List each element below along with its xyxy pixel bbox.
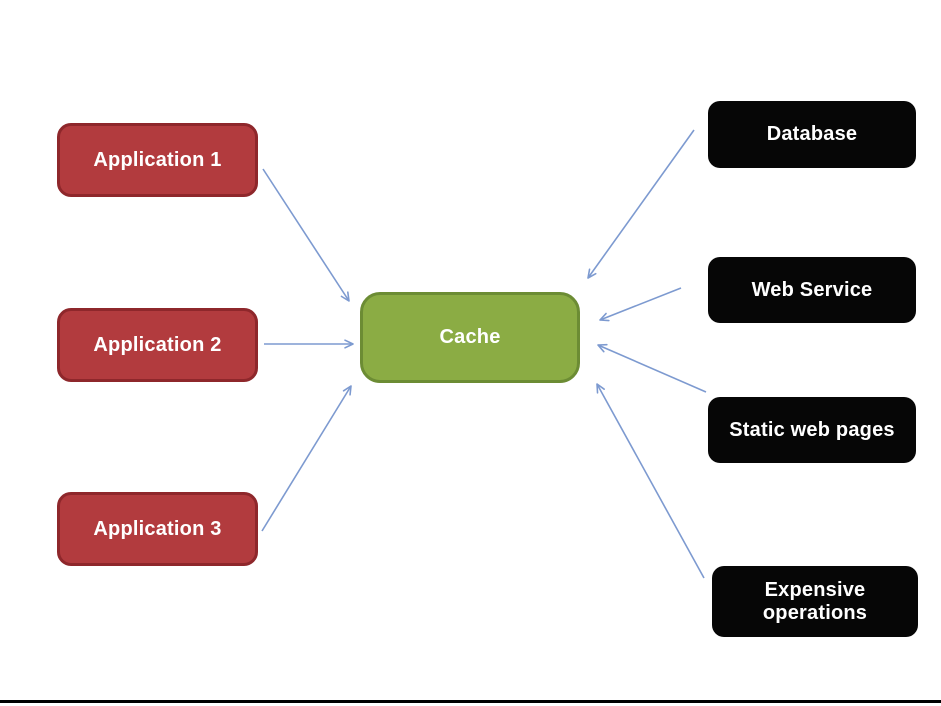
node-web-service: Web Service bbox=[708, 257, 916, 323]
node-application-1: Application 1 bbox=[57, 123, 258, 197]
arrow-static-web-pages-to-cache bbox=[597, 343, 707, 393]
node-expensive-operations: Expensive operations bbox=[712, 566, 918, 637]
arrow-expensive-operations-to-cache bbox=[596, 383, 705, 579]
node-static-web-pages: Static web pages bbox=[708, 397, 916, 463]
node-static-web-pages-label: Static web pages bbox=[729, 418, 895, 441]
arrow-web-service-to-cache bbox=[599, 287, 682, 322]
node-application-3-label: Application 3 bbox=[93, 517, 222, 540]
node-database-label: Database bbox=[766, 123, 858, 145]
node-application-1-label: Application 1 bbox=[93, 148, 222, 171]
node-application-2-label: Application 2 bbox=[93, 333, 222, 356]
node-cache: Cache bbox=[360, 292, 580, 383]
node-database: Database bbox=[708, 101, 916, 168]
slide-bottom-border bbox=[0, 700, 941, 703]
node-application-2: Application 2 bbox=[57, 308, 258, 382]
arrow-app3-to-cache bbox=[261, 385, 352, 532]
arrow-database-to-cache bbox=[587, 129, 695, 279]
node-application-3: Application 3 bbox=[57, 492, 258, 566]
node-web-service-label: Web Service bbox=[751, 278, 873, 301]
node-expensive-operations-label: Expensive operations bbox=[762, 578, 868, 624]
arrow-app1-to-cache bbox=[262, 168, 350, 302]
node-cache-label: Cache bbox=[439, 326, 501, 348]
